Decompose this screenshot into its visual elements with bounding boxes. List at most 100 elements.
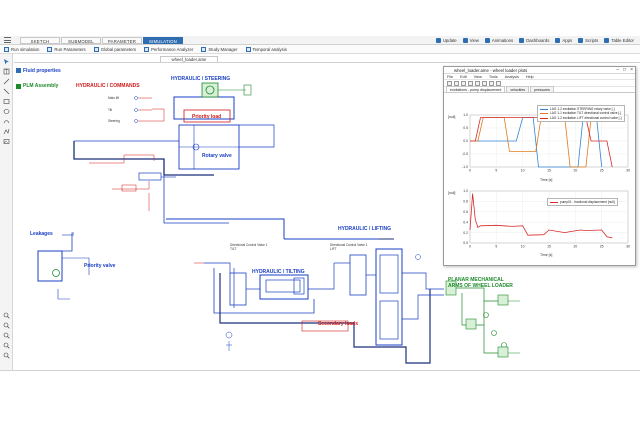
menu-edit[interactable]: Edit <box>460 74 467 79</box>
y-tick-label: 1.0 <box>463 189 468 193</box>
menu-tools[interactable]: Tools <box>488 74 498 79</box>
cursor-icon[interactable] <box>496 80 501 86</box>
plot-window-title: wheel_loader.ame - wheel loader plots <box>454 68 528 73</box>
run-simulation-button[interactable]: Run simulation <box>4 46 39 52</box>
tab-parameter[interactable]: PARAMETER <box>102 37 142 44</box>
secondary-loads-box <box>301 320 349 332</box>
tab-submodel[interactable]: SUBMODEL <box>61 37 101 44</box>
secondary-loads-label: Secondary loads <box>318 321 359 327</box>
analyzer-icon <box>144 46 150 52</box>
bottom-plot-legend: pump01 - fractional displacement [null] <box>547 198 618 207</box>
dashboards-button[interactable]: Dashboards <box>519 38 549 43</box>
fluid-properties-label: Fluid properties <box>23 68 61 74</box>
series-line <box>469 193 613 239</box>
zoom-out-icon[interactable] <box>3 322 10 329</box>
table-icon <box>604 38 610 43</box>
close-icon[interactable]: × <box>630 67 633 73</box>
x-tick-label: 10 <box>521 245 525 249</box>
diagonal-icon[interactable] <box>3 88 10 95</box>
pointer-icon[interactable] <box>447 80 452 86</box>
legend-item: LAG 1-2 excitation LIFT directional cont… <box>540 116 622 120</box>
ellipse-icon[interactable] <box>3 108 10 115</box>
hydraulic-tilting-label: HYDRAULIC / TILTING <box>252 269 305 275</box>
select-icon[interactable] <box>3 58 10 65</box>
legend-item: LAG 1-1 excitation TILT directional cont… <box>540 111 622 115</box>
polyline-icon[interactable] <box>3 128 10 135</box>
y-tick-label: 1.0 <box>463 113 468 117</box>
temporal-icon <box>245 46 251 52</box>
global-parameters-button[interactable]: Global parameters <box>93 46 136 52</box>
command-steering: Steering <box>108 119 120 123</box>
view-button[interactable]: View <box>462 38 479 43</box>
plot-menu-bar: File Edit View Tools Analysis Help <box>444 74 635 80</box>
y-tick-label: 0.2 <box>463 231 468 235</box>
plot-tabs: excitations - pump displacement velociti… <box>444 86 635 93</box>
pan-icon[interactable] <box>461 80 466 86</box>
x-tick-label: 25 <box>600 245 604 249</box>
line-icon[interactable] <box>3 78 10 85</box>
y-tick-label: 0.5 <box>463 126 468 130</box>
apps-icon <box>555 38 561 43</box>
hydraulic-lifting-label: HYDRAULIC / LIFTING <box>338 226 392 232</box>
temporal-analysis-button[interactable]: Temporal analysis <box>245 46 287 52</box>
zoom-fit-icon[interactable] <box>3 332 10 339</box>
hydraulic-steering-label: HYDRAULIC / STEERING <box>171 76 231 82</box>
rectangle-icon[interactable] <box>3 98 10 105</box>
print-icon[interactable] <box>482 80 487 86</box>
tab-sketch[interactable]: SKETCH <box>20 37 60 44</box>
animations-button[interactable]: Animations <box>484 38 513 43</box>
menu-help[interactable]: Help <box>525 74 534 79</box>
tab-excitations[interactable]: excitations - pump displacement <box>446 86 506 92</box>
text-icon[interactable]: T <box>3 68 10 75</box>
run-parameters-button[interactable]: Run Parameters <box>47 46 86 52</box>
tab-pressures[interactable]: pressures <box>530 86 554 92</box>
y-tick-label: -1.0 <box>462 165 468 169</box>
menu-file[interactable]: File <box>447 74 454 79</box>
study-manager-button[interactable]: Study Manager <box>201 46 238 52</box>
tab-simulation[interactable]: SIMULATION <box>143 37 183 44</box>
arc-icon[interactable] <box>3 118 10 125</box>
plot-window[interactable]: wheel_loader.ame - wheel loader plots – … <box>443 66 636 266</box>
planar-mechanical-label: PLANAR MECHANICAL <box>448 277 504 283</box>
svg-text:T: T <box>5 70 8 76</box>
priority-load-box <box>183 109 231 123</box>
zoom-icon[interactable] <box>454 80 459 86</box>
grid-icon[interactable] <box>468 80 473 86</box>
maximize-icon[interactable]: □ <box>622 67 626 73</box>
performance-analyzer-button[interactable]: Performance Analyzer <box>144 46 193 52</box>
zoom-in-icon[interactable] <box>3 312 10 319</box>
x-tick-label: 20 <box>573 169 577 173</box>
parameters-icon <box>47 46 53 52</box>
x-tick-label: 0 <box>469 245 471 249</box>
x-tick-label: 10 <box>521 169 525 173</box>
copy-icon[interactable] <box>489 80 494 86</box>
plot-window-titlebar[interactable]: wheel_loader.ame - wheel loader plots – … <box>444 67 635 74</box>
pan-icon[interactable] <box>3 352 10 359</box>
pim-assembly-icon <box>16 84 21 89</box>
x-tick-label: 30 <box>626 169 630 173</box>
apps-button[interactable]: Apps <box>555 38 572 43</box>
minimize-icon[interactable]: – <box>616 67 619 73</box>
command-tilt: Tilt <box>108 108 113 112</box>
tab-velocities[interactable]: velocities <box>506 86 530 92</box>
study-icon <box>201 46 207 52</box>
y-tick-label: 0.4 <box>463 220 468 224</box>
y-tick-label: 0.0 <box>463 241 468 245</box>
x-tick-label: 5 <box>495 245 497 249</box>
zoom-area-icon[interactable] <box>3 342 10 349</box>
export-icon[interactable] <box>475 80 480 86</box>
tilt-cylinder-box <box>259 274 309 300</box>
priority-load-label: Priority load <box>192 114 222 120</box>
y-tick-label: 0.8 <box>463 200 468 204</box>
menu-icon[interactable] <box>4 37 11 44</box>
top-plot-legend: LAG 1-2 excitation STEERING rotary valve… <box>537 105 625 123</box>
menu-view[interactable]: View <box>473 74 482 79</box>
x-tick-label: 30 <box>626 245 630 249</box>
document-tab[interactable]: wheel_loader.ame <box>160 56 218 62</box>
scripts-button[interactable]: Scripts <box>578 38 598 43</box>
steering-cylinder <box>201 82 219 98</box>
image-icon[interactable] <box>3 138 10 145</box>
table-editor-button[interactable]: Table Editor <box>604 38 634 43</box>
menu-analysis[interactable]: Analysis <box>504 74 519 79</box>
update-button[interactable]: Update <box>435 38 457 43</box>
